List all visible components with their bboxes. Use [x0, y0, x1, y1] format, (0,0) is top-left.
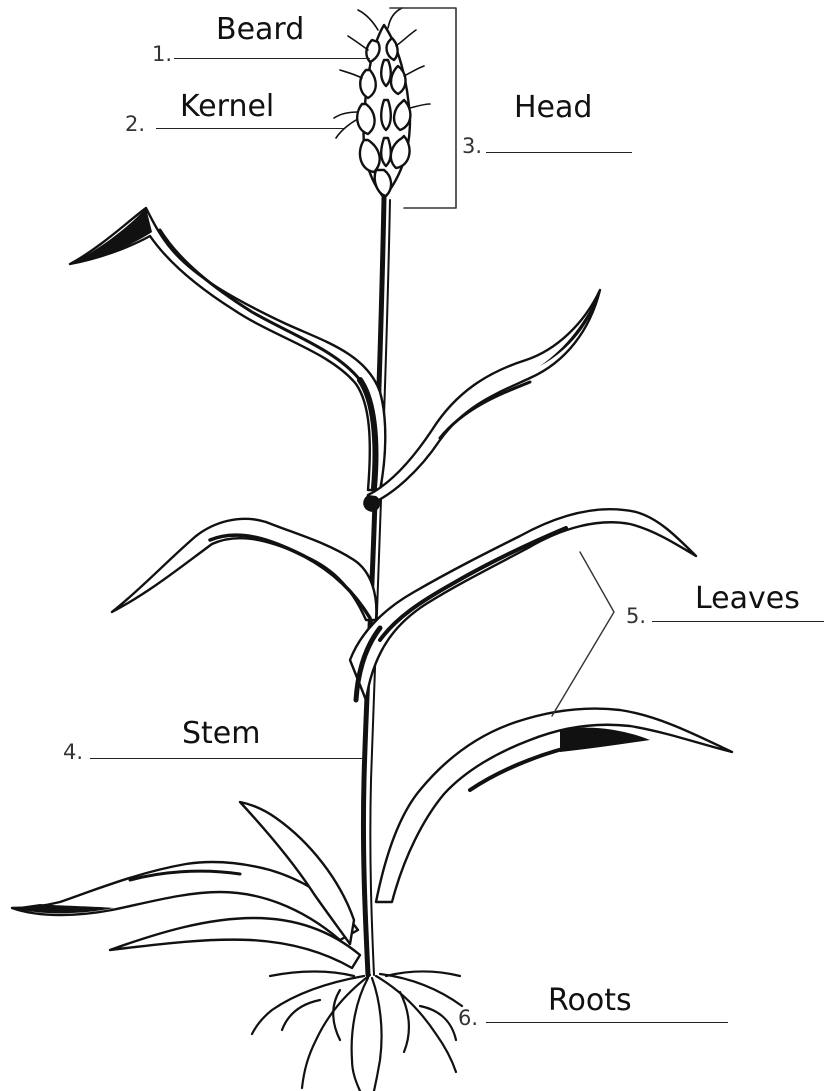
label-6-rule [486, 1022, 728, 1023]
label-2-rule [156, 128, 344, 129]
label-6-text: Roots [548, 986, 632, 1016]
label-1-rule [174, 58, 370, 59]
wheat-head [357, 25, 410, 198]
leaf-lower-right [376, 709, 732, 903]
leaf-lower-left [12, 802, 360, 968]
label-4-rule [90, 758, 362, 759]
label-1-number: 1. [152, 44, 172, 65]
label-4-text: Stem [182, 719, 261, 749]
label-5-text: Leaves [695, 584, 800, 614]
label-5-rule [652, 621, 824, 622]
label-1-text: Beard [216, 15, 304, 45]
label-4-number: 4. [63, 742, 83, 763]
label-6-number: 6. [458, 1008, 478, 1029]
label-3-text: Head [514, 93, 592, 123]
leaves-leader-lines [552, 552, 614, 716]
label-3-rule [486, 152, 632, 153]
roots [252, 972, 462, 1091]
label-5-number: 5. [626, 606, 646, 627]
label-3-number: 3. [462, 136, 482, 157]
leaf-upper-left [70, 208, 385, 490]
label-2-text: Kernel [180, 92, 274, 122]
leaf-middle-left [112, 519, 376, 620]
leaf-upper-right [363, 290, 600, 512]
label-2-number: 2. [125, 114, 145, 135]
